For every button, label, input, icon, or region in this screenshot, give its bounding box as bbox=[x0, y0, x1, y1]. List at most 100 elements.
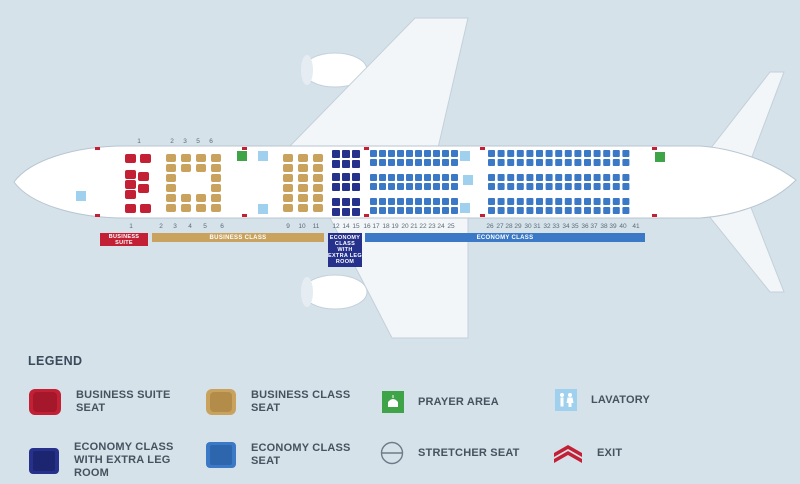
economy-seat[interactable] bbox=[488, 198, 495, 205]
economy-seat[interactable] bbox=[516, 207, 524, 214]
business-class-seat[interactable] bbox=[196, 164, 206, 172]
business-class-seat[interactable] bbox=[196, 204, 206, 212]
economy-seat[interactable] bbox=[433, 150, 440, 157]
economy-seat[interactable] bbox=[451, 150, 458, 157]
economy-seat[interactable] bbox=[536, 207, 543, 214]
economy-seat[interactable] bbox=[584, 174, 591, 181]
economy-seat[interactable] bbox=[516, 198, 524, 205]
economy-seat[interactable] bbox=[622, 150, 630, 157]
economy-seat[interactable] bbox=[379, 174, 386, 181]
economy-seat[interactable] bbox=[379, 183, 386, 190]
economy-seat[interactable] bbox=[612, 198, 620, 205]
business-class-seat[interactable] bbox=[283, 164, 293, 172]
economy-seat[interactable] bbox=[612, 183, 620, 190]
business-class-seat[interactable] bbox=[313, 174, 323, 182]
economy-extra-seat[interactable] bbox=[342, 208, 350, 216]
business-class-seat[interactable] bbox=[211, 204, 221, 212]
economy-seat[interactable] bbox=[397, 174, 404, 181]
economy-extra-seat[interactable] bbox=[342, 198, 350, 206]
economy-seat[interactable] bbox=[388, 150, 395, 157]
business-class-seat[interactable] bbox=[181, 194, 191, 202]
economy-seat[interactable] bbox=[379, 207, 386, 214]
economy-seat[interactable] bbox=[415, 150, 422, 157]
economy-seat[interactable] bbox=[536, 174, 543, 181]
economy-seat[interactable] bbox=[555, 183, 563, 190]
economy-seat[interactable] bbox=[564, 174, 572, 181]
economy-seat[interactable] bbox=[555, 198, 563, 205]
economy-seat[interactable] bbox=[612, 207, 620, 214]
economy-seat[interactable] bbox=[507, 150, 515, 157]
economy-seat[interactable] bbox=[507, 207, 515, 214]
economy-seat[interactable] bbox=[612, 159, 620, 166]
economy-seat[interactable] bbox=[555, 207, 563, 214]
business-suite-seat[interactable] bbox=[140, 154, 151, 163]
economy-seat[interactable] bbox=[555, 174, 563, 181]
economy-seat[interactable] bbox=[415, 183, 422, 190]
economy-seat[interactable] bbox=[603, 150, 611, 157]
economy-seat[interactable] bbox=[526, 183, 534, 190]
economy-extra-seat[interactable] bbox=[332, 208, 340, 216]
economy-seat[interactable] bbox=[526, 174, 534, 181]
economy-extra-seat[interactable] bbox=[352, 198, 360, 206]
economy-seat[interactable] bbox=[516, 174, 524, 181]
economy-seat[interactable] bbox=[406, 183, 413, 190]
economy-extra-seat[interactable] bbox=[342, 183, 350, 191]
economy-seat[interactable] bbox=[516, 183, 524, 190]
economy-seat[interactable] bbox=[497, 159, 505, 166]
business-class-seat[interactable] bbox=[298, 194, 308, 202]
economy-seat[interactable] bbox=[397, 183, 404, 190]
economy-extra-seat[interactable] bbox=[352, 183, 360, 191]
economy-extra-seat[interactable] bbox=[352, 173, 360, 181]
business-class-seat[interactable] bbox=[313, 184, 323, 192]
economy-seat[interactable] bbox=[415, 198, 422, 205]
economy-seat[interactable] bbox=[415, 159, 422, 166]
economy-seat[interactable] bbox=[593, 207, 601, 214]
economy-seat[interactable] bbox=[593, 150, 601, 157]
business-class-seat[interactable] bbox=[211, 174, 221, 182]
economy-seat[interactable] bbox=[526, 150, 534, 157]
economy-seat[interactable] bbox=[622, 183, 630, 190]
business-suite-seat[interactable] bbox=[125, 190, 136, 199]
economy-seat[interactable] bbox=[379, 159, 386, 166]
economy-seat[interactable] bbox=[370, 207, 377, 214]
economy-seat[interactable] bbox=[526, 159, 534, 166]
economy-seat[interactable] bbox=[451, 198, 458, 205]
economy-seat[interactable] bbox=[379, 198, 386, 205]
economy-seat[interactable] bbox=[516, 150, 524, 157]
business-class-seat[interactable] bbox=[298, 204, 308, 212]
business-class-seat[interactable] bbox=[313, 194, 323, 202]
economy-seat[interactable] bbox=[497, 207, 505, 214]
economy-extra-seat[interactable] bbox=[352, 150, 360, 158]
economy-seat[interactable] bbox=[442, 150, 449, 157]
economy-seat[interactable] bbox=[424, 150, 431, 157]
economy-seat[interactable] bbox=[415, 207, 422, 214]
economy-seat[interactable] bbox=[488, 183, 495, 190]
economy-seat[interactable] bbox=[451, 159, 458, 166]
business-suite-seat[interactable] bbox=[125, 180, 136, 189]
business-class-seat[interactable] bbox=[211, 154, 221, 162]
economy-seat[interactable] bbox=[593, 183, 601, 190]
economy-extra-seat[interactable] bbox=[332, 198, 340, 206]
economy-seat[interactable] bbox=[497, 150, 505, 157]
business-class-seat[interactable] bbox=[313, 164, 323, 172]
economy-seat[interactable] bbox=[388, 183, 395, 190]
economy-seat[interactable] bbox=[584, 198, 591, 205]
business-class-seat[interactable] bbox=[166, 204, 176, 212]
economy-seat[interactable] bbox=[584, 183, 591, 190]
business-class-seat[interactable] bbox=[196, 154, 206, 162]
economy-seat[interactable] bbox=[603, 198, 611, 205]
economy-seat[interactable] bbox=[451, 183, 458, 190]
business-class-seat[interactable] bbox=[283, 194, 293, 202]
economy-seat[interactable] bbox=[424, 183, 431, 190]
economy-extra-seat[interactable] bbox=[342, 150, 350, 158]
economy-seat[interactable] bbox=[406, 159, 413, 166]
economy-seat[interactable] bbox=[370, 150, 377, 157]
economy-seat[interactable] bbox=[442, 198, 449, 205]
economy-seat[interactable] bbox=[388, 159, 395, 166]
economy-seat[interactable] bbox=[433, 198, 440, 205]
business-class-seat[interactable] bbox=[298, 184, 308, 192]
economy-extra-seat[interactable] bbox=[342, 173, 350, 181]
economy-seat[interactable] bbox=[451, 174, 458, 181]
economy-seat[interactable] bbox=[622, 198, 630, 205]
economy-seat[interactable] bbox=[497, 174, 505, 181]
